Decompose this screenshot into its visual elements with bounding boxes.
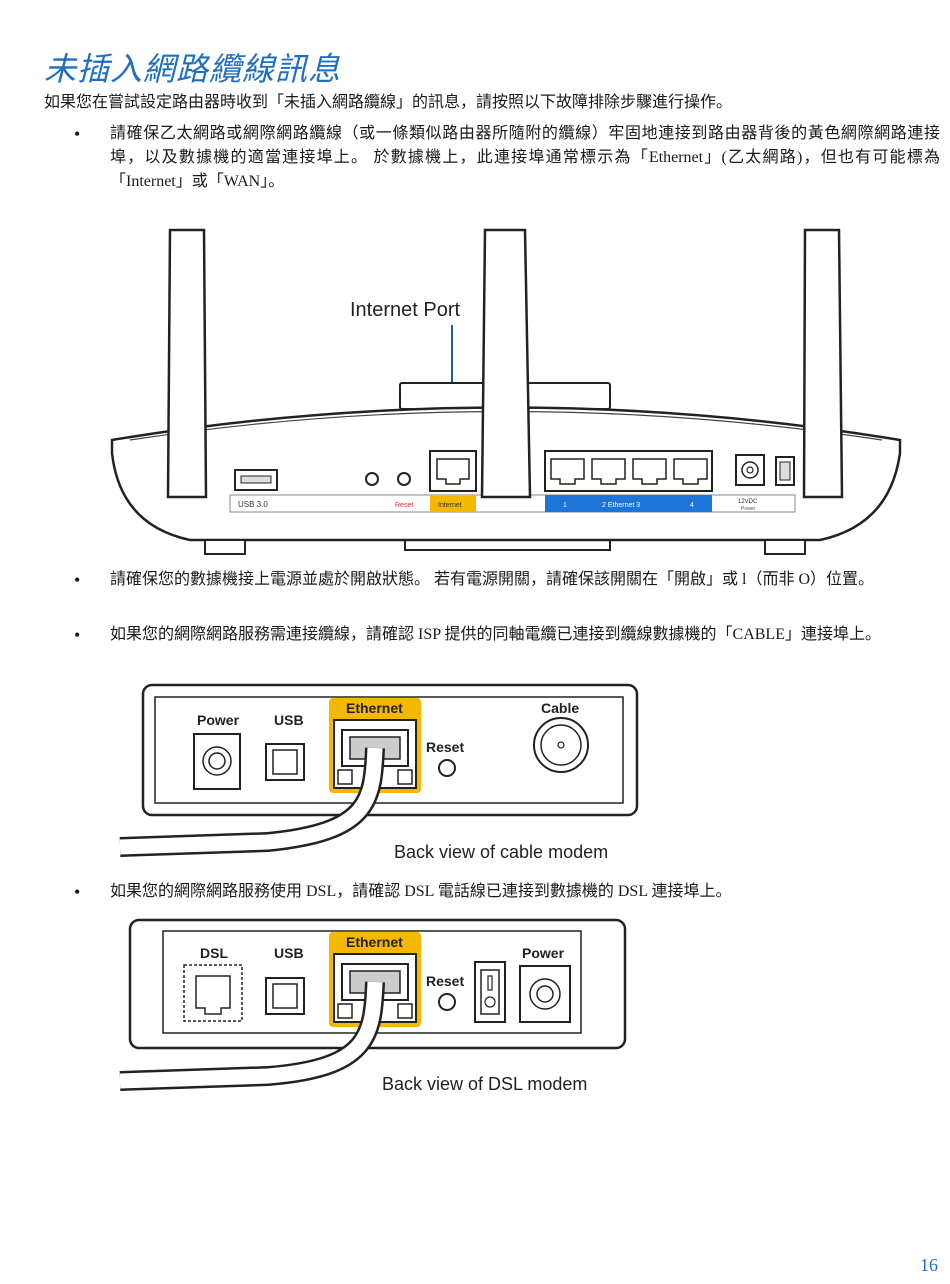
- power-label: 12VDC: [738, 499, 758, 505]
- power-port-label: Power: [522, 945, 565, 961]
- reset-button-label: Reset: [426, 739, 464, 755]
- reset-button-label: Reset: [426, 973, 464, 989]
- bullet-cable-service: 如果您的網際網路服務需連接纜線，請確認 ISP 提供的同軸電纜已連接到纜線數據機…: [74, 623, 940, 647]
- antenna-center: [480, 228, 532, 499]
- reset-button: [438, 759, 456, 777]
- wps-button: [365, 472, 379, 486]
- ethernet-band: [545, 495, 712, 512]
- usb-label: USB 3.0: [238, 500, 268, 509]
- bullet-ethernet-connection: 請確保乙太網路或網際網路纜線（或一條類似路由器所隨附的纜線）牢固地連接到路由器背…: [74, 122, 940, 194]
- router-foot-left: [204, 539, 246, 555]
- bullet-modem-power: 請確保您的數據機接上電源並處於開啟狀態。 若有電源開關，請確保該開關在「開啟」或…: [74, 568, 940, 592]
- page-number: 16: [920, 1255, 938, 1275]
- page-title: 未插入網路纜線訊息: [44, 50, 342, 88]
- bullet-dsl-service: 如果您的網際網路服務使用 DSL，請確認 DSL 電話線已連接到數據機的 DSL…: [74, 880, 940, 904]
- power-port-label: Power: [197, 712, 240, 728]
- ethernet-port-label: Ethernet: [346, 700, 403, 716]
- reset-button: [397, 472, 411, 486]
- eth-port-2-3-label: 2 Ethernet 3: [602, 502, 640, 509]
- intro-paragraph: 如果您在嘗試設定路由器時收到「未插入網路纜線」的訊息，請按照以下故障排除步驟進行…: [44, 94, 733, 111]
- ethernet-port-label: Ethernet: [346, 934, 403, 950]
- reset-button: [438, 993, 456, 1011]
- router-back-figure: Internet Port USB 3.0 Reset Internet 1 2…: [110, 228, 902, 555]
- internet-label: Internet: [438, 502, 462, 509]
- antenna-right: [802, 228, 844, 499]
- eth-port-1-label: 1: [563, 502, 567, 509]
- dsl-modem-caption: Back view of DSL modem: [382, 1074, 587, 1094]
- cable-modem-figure: Power USB Ethernet Reset Cable Back view…: [119, 683, 639, 862]
- reset-label: Reset: [395, 502, 413, 509]
- dsl-port-label: DSL: [200, 945, 228, 961]
- cable-port-label: Cable: [541, 700, 579, 716]
- router-foot-right: [764, 539, 806, 555]
- cable-modem-caption: Back view of cable modem: [394, 842, 608, 862]
- internet-port-label-bg: [430, 495, 476, 512]
- usb-port-label: USB: [274, 712, 304, 728]
- usb-port-label: USB: [274, 945, 304, 961]
- internet-port-callout: Internet Port: [350, 299, 461, 321]
- dsl-modem-figure: DSL USB Ethernet Reset Power Back view o…: [119, 918, 627, 1094]
- eth-port-4-label: 4: [690, 502, 694, 509]
- antenna-left: [166, 228, 208, 499]
- power-sub-label: Power: [741, 506, 756, 512]
